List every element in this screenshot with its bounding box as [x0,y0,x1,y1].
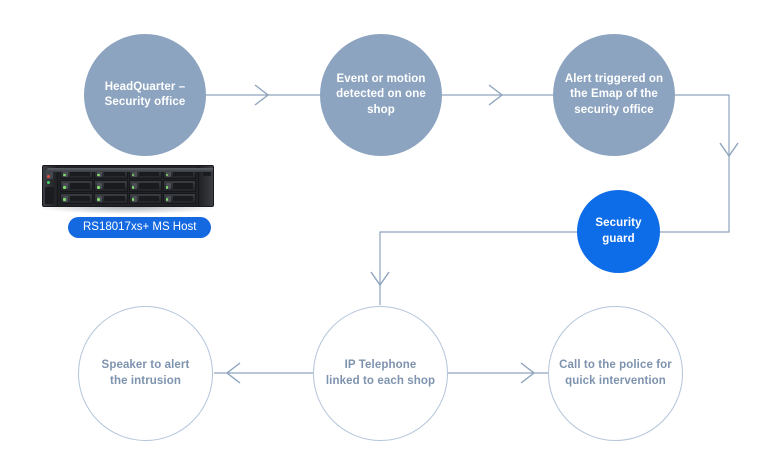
connector-security-guard-to-ip-telephone [370,231,577,305]
vent-icon [203,172,211,176]
front-panel-slot [45,187,54,204]
drive-bay [94,180,128,192]
rack-ear-left [43,166,58,206]
drive-bay [128,180,162,192]
server-model-badge: RS18017xs+ MS Host [68,217,212,238]
rack-ear-right [198,166,213,206]
drive-bay [162,192,196,204]
drive-bay [60,192,94,204]
status-led-alert-icon [47,175,50,178]
drive-bay [94,192,128,204]
rack-server-shadow [38,207,218,214]
drive-bay-grid [58,166,198,206]
power-button-icon [46,170,53,179]
rack-server-image [38,163,218,214]
rack-server-chassis [42,165,214,207]
drive-bay [162,180,196,192]
connector-ip-telephone-to-police [447,362,548,384]
status-led-ok-icon [47,181,50,184]
connector-event-to-alert [442,84,555,106]
rack-top-bezel [47,168,213,172]
node-headquarter[interactable]: HeadQuarter –Security office [84,34,206,156]
node-headquarter-label: HeadQuarter –Security office [104,80,186,108]
drive-bay [128,192,162,204]
connector-headquarter-to-event [206,84,322,106]
connector-alert-to-security-guard [660,94,739,233]
drive-bay [60,180,94,192]
connector-ip-telephone-to-speaker [214,362,313,384]
